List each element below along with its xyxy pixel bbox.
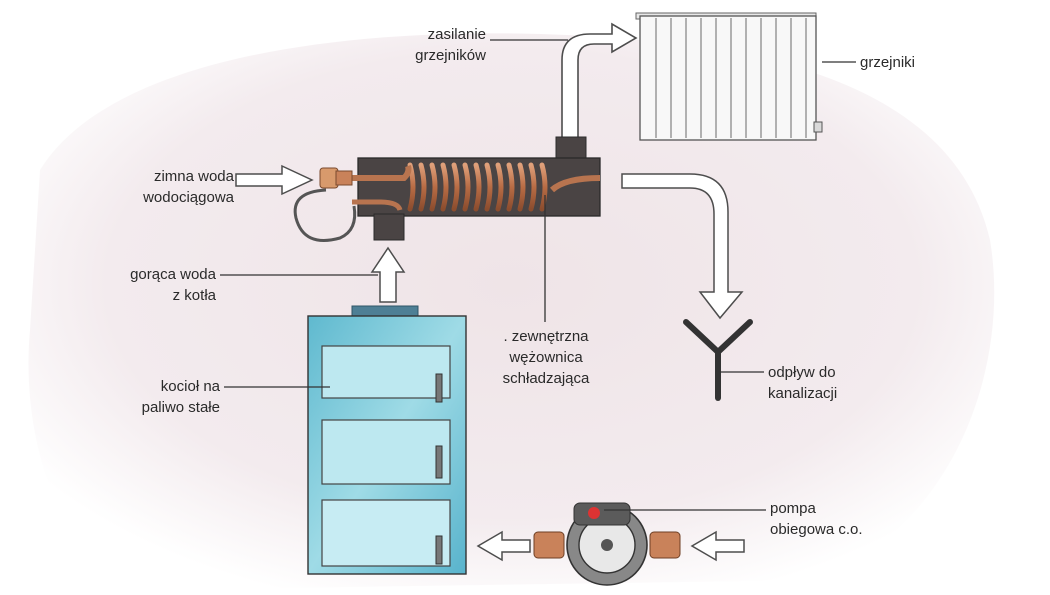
label-hot-water-line2: z kotła [172, 287, 216, 304]
label-boiler-line1: kocioł na [160, 378, 220, 395]
heat-exchanger [350, 136, 601, 241]
label-drain-line1: odpływ do [768, 364, 836, 381]
circulation-pump [533, 502, 681, 586]
pump-inlet-arrow [690, 530, 745, 562]
label-supply: zasilanie grzejników [378, 24, 486, 66]
label-supply-line2: grzejników [415, 47, 486, 64]
boiler [307, 305, 467, 575]
label-pump: pompa obiegowa c.o. [770, 498, 863, 540]
label-coil-line3: schładzająca [502, 370, 590, 387]
label-boiler: kocioł na paliwo stałe [104, 376, 220, 418]
label-coil-line2: wężownica [509, 349, 583, 366]
label-cold-water-line1: zimna woda [153, 168, 234, 185]
hot-water-arrow [370, 246, 406, 303]
label-radiators: grzejniki [860, 54, 916, 71]
pump-outlet-arrow [476, 530, 531, 562]
label-coil-line1: . zewnętrzna [503, 328, 589, 345]
label-pump-line1: pompa [770, 500, 816, 517]
label-drain: odpływ do kanalizacji [768, 362, 837, 404]
label-hot-water-line1: gorąca woda [130, 266, 216, 283]
label-pump-line2: obiegowa c.o. [770, 521, 863, 538]
label-drain-line2: kanalizacji [768, 385, 838, 402]
label-supply-line1: zasilanie [427, 26, 486, 43]
drain-fitting [683, 319, 753, 401]
leader-lines [220, 39, 856, 511]
cold-water-arrow [235, 164, 314, 196]
label-cold-water-line2: wodociągowa [143, 189, 234, 206]
label-hot-water: gorąca woda z kotła [100, 264, 216, 306]
label-boiler-line2: paliwo stałe [141, 399, 220, 416]
supply-pipe [561, 22, 638, 139]
drain-pipe [621, 173, 744, 320]
radiators [635, 12, 823, 141]
background-wash [28, 33, 995, 590]
inlet-valve [293, 167, 357, 242]
label-cold-water: zimna woda wodociągowa [96, 166, 234, 208]
label-coil: . zewnętrzna wężownica schładzająca [486, 326, 606, 389]
